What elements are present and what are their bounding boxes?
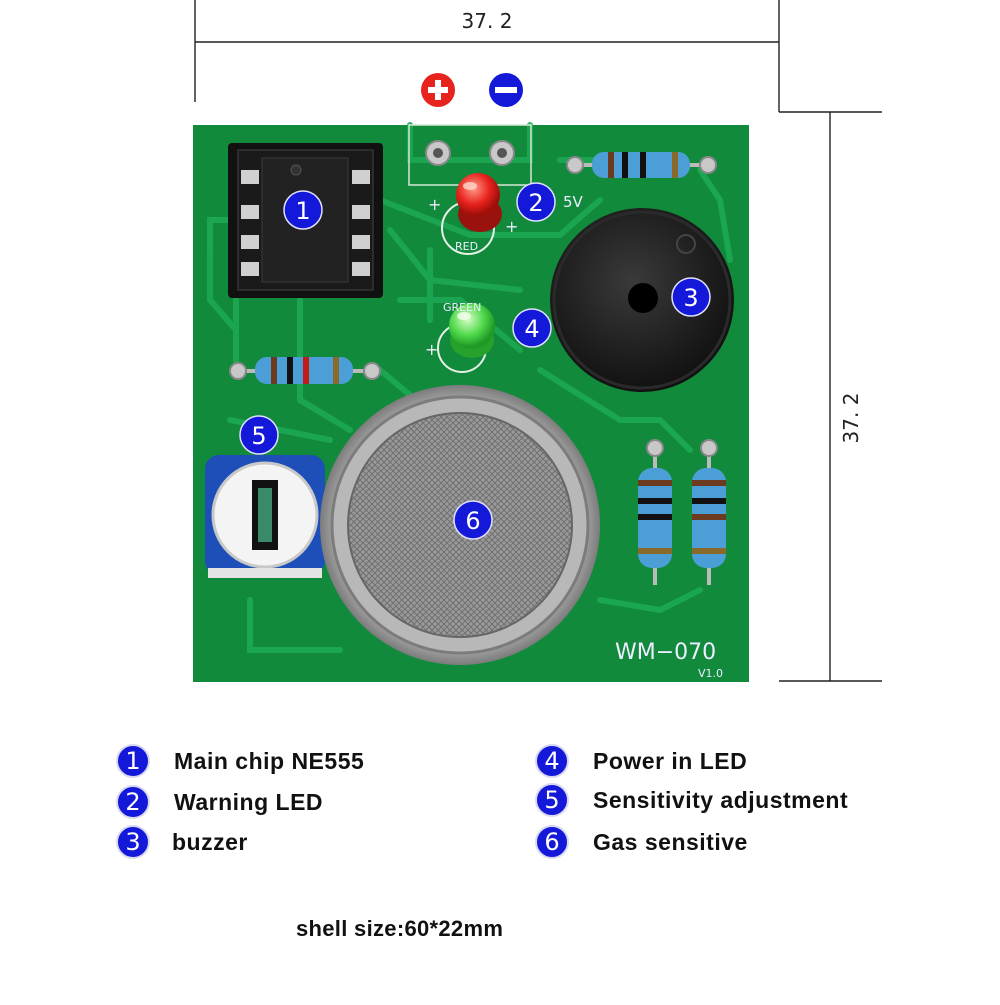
marker-4: 4 [512,308,552,348]
dimension-lines [194,0,882,682]
svg-text:6: 6 [465,507,480,535]
legend-item-5: 5 Sensitivity adjustment [535,782,848,818]
legend-item-3: 3 buzzer [116,824,248,860]
svg-text:3: 3 [683,284,698,312]
positive-terminal-icon [421,73,455,107]
buzzer [550,208,734,392]
marker-1: 1 [283,190,323,230]
legend-badge: 2 [116,785,150,819]
legend-label: buzzer [172,828,248,855]
legend-badge: 3 [116,825,150,859]
marker-5: 5 [239,415,279,455]
svg-text:4: 4 [524,315,539,343]
legend-item-6: 6 Gas sensitive [535,824,748,860]
legend-badge: 1 [116,744,150,778]
voltage-silkscreen: 5V [563,193,584,211]
component-markers: 1 2 3 4 5 6 [239,182,711,540]
legend-badge: 4 [535,744,569,778]
legend-badge: 5 [535,783,569,817]
height-dimension-label: 37. 2 [839,393,863,444]
board-version-label: V1.0 [698,667,723,680]
legend-badge: 6 [535,825,569,859]
marker-2: 2 [516,182,556,222]
resistor-left [229,357,381,384]
legend-item-2: 2 Warning LED [116,784,323,820]
legend-label: Gas sensitive [593,828,748,855]
svg-text:2: 2 [528,189,543,217]
green-led-silkscreen: GREEN [443,301,481,314]
svg-text:5: 5 [251,422,266,450]
legend-label: Power in LED [593,747,748,774]
legend-item-1: 1 Main chip NE555 [116,743,364,779]
resistor-right-2 [692,439,726,585]
warning-led [441,173,502,255]
green-led-plus-mark: + [425,340,438,359]
negative-terminal-icon [489,73,523,107]
legend-item-4: 4 Power in LED [535,743,747,779]
red-led-silkscreen: RED [455,240,478,253]
power-led [437,303,495,373]
red-led-plus-mark: + [428,195,441,214]
svg-text:1: 1 [295,197,310,225]
width-dimension-label: 37. 2 [462,9,513,33]
sensitivity-potentiometer [205,455,325,578]
legend-label: Warning LED [174,788,324,815]
marker-6: 6 [453,500,493,540]
board-model-label: WM−070 [615,640,716,665]
shell-size-caption: shell size:60*22mm [296,916,504,941]
legend-label: Main chip NE555 [174,747,365,774]
resistor-right-1 [638,439,672,585]
red-led-minus-mark: + [505,217,518,236]
resistor-top [566,152,717,178]
legend-label: Sensitivity adjustment [593,786,849,813]
marker-3: 3 [671,277,711,317]
